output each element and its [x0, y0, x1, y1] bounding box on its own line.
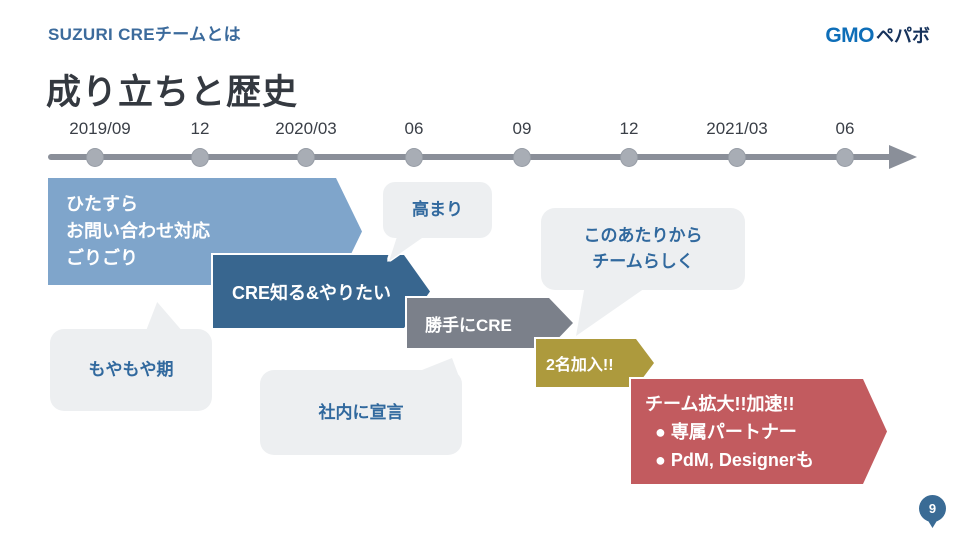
timeline-dot — [297, 148, 315, 167]
page-number-pin-tail-icon — [927, 519, 938, 528]
event-text-line: ● 専属パートナー — [655, 421, 797, 442]
event-arrow-team-expand: チーム拡大!!加速!! ● 専属パートナー ● PdM, Designerも — [631, 379, 887, 484]
speech-bubble-shanai: 社内に宣言 — [260, 358, 462, 455]
slide-section-title: SUZURI CREチームとは — [48, 25, 241, 44]
speech-bubble-body: このあたりから チームらしく — [541, 208, 745, 290]
timeline-dot — [620, 148, 638, 167]
timeline-dot — [86, 148, 104, 167]
page-number: 9 — [928, 501, 937, 516]
logo-gmo-text: GMO — [825, 24, 874, 47]
event-arrow-know-cre-shape: CRE知る&やりたい — [213, 255, 430, 328]
event-arrow-know-cre: CRE知る&やりたい — [213, 255, 430, 328]
event-text-line: ひたすら — [66, 194, 138, 214]
timeline-label: 12 — [190, 119, 210, 138]
event-arrow-team-expand-shape: チーム拡大!!加速!! ● 専属パートナー ● PdM, Designerも — [631, 379, 887, 484]
event-text-line: 2名加入!! — [546, 357, 614, 374]
speech-bubble-body: もやもや期 — [50, 329, 212, 411]
event-text-line: お問い合わせ対応 — [66, 221, 210, 241]
timeline-dot — [405, 148, 423, 167]
timeline-line — [48, 154, 893, 160]
bubble-text-line: チームらしく — [592, 252, 694, 271]
timeline-label: 2019/09 — [69, 119, 131, 138]
timeline-label: 09 — [512, 119, 532, 138]
speech-bubble-body: 高まり — [383, 182, 492, 238]
bubble-text-line: 高まり — [412, 200, 463, 219]
timeline-label: 06 — [835, 119, 855, 138]
speech-bubble-tail — [389, 234, 428, 261]
logo-pepabo-text: ペパボ — [876, 26, 930, 46]
speech-bubble-moyamoya: もやもや期 — [50, 300, 212, 411]
timeline-dot — [191, 148, 209, 167]
event-text-line: CRE知る&やりたい — [232, 282, 392, 303]
gmo-pepabo-logo: GMO ペパボ — [825, 22, 930, 48]
event-arrow-support: ひたすら お問い合わせ対応 ごりごり — [48, 178, 362, 285]
timeline-dot — [728, 148, 746, 167]
timeline-label: 2021/03 — [706, 119, 768, 138]
event-text-line: 勝手にCRE — [425, 315, 512, 335]
speech-bubble-tail — [576, 286, 648, 336]
speech-bubble-takamari: 高まり — [383, 182, 492, 262]
timeline-label: 12 — [619, 119, 639, 138]
timeline-label: 06 — [404, 119, 424, 138]
speech-bubble-konoatari: このあたりから チームらしく — [541, 208, 745, 336]
event-text-line: チーム拡大!!加速!! — [645, 393, 795, 414]
bubble-text-line: このあたりから — [583, 226, 703, 245]
timeline-arrowhead-icon — [889, 145, 917, 169]
speech-bubble-body: 社内に宣言 — [260, 370, 462, 455]
page-number-badge: 9 — [919, 495, 946, 528]
page-title: 成り立ちと歴史 — [46, 73, 299, 112]
bubble-text-line: もやもや期 — [88, 360, 174, 379]
timeline-dot — [836, 148, 854, 167]
event-text-line: ごりごり — [66, 248, 138, 268]
bubble-text-line: 社内に宣言 — [318, 402, 404, 422]
event-text-line: ● PdM, Designerも — [655, 449, 814, 470]
page-number-circle: 9 — [919, 495, 946, 522]
event-arrow-support-shape: ひたすら お問い合わせ対応 ごりごり — [48, 178, 362, 285]
timeline-dot — [513, 148, 531, 167]
timeline-label: 2020/03 — [275, 119, 337, 138]
